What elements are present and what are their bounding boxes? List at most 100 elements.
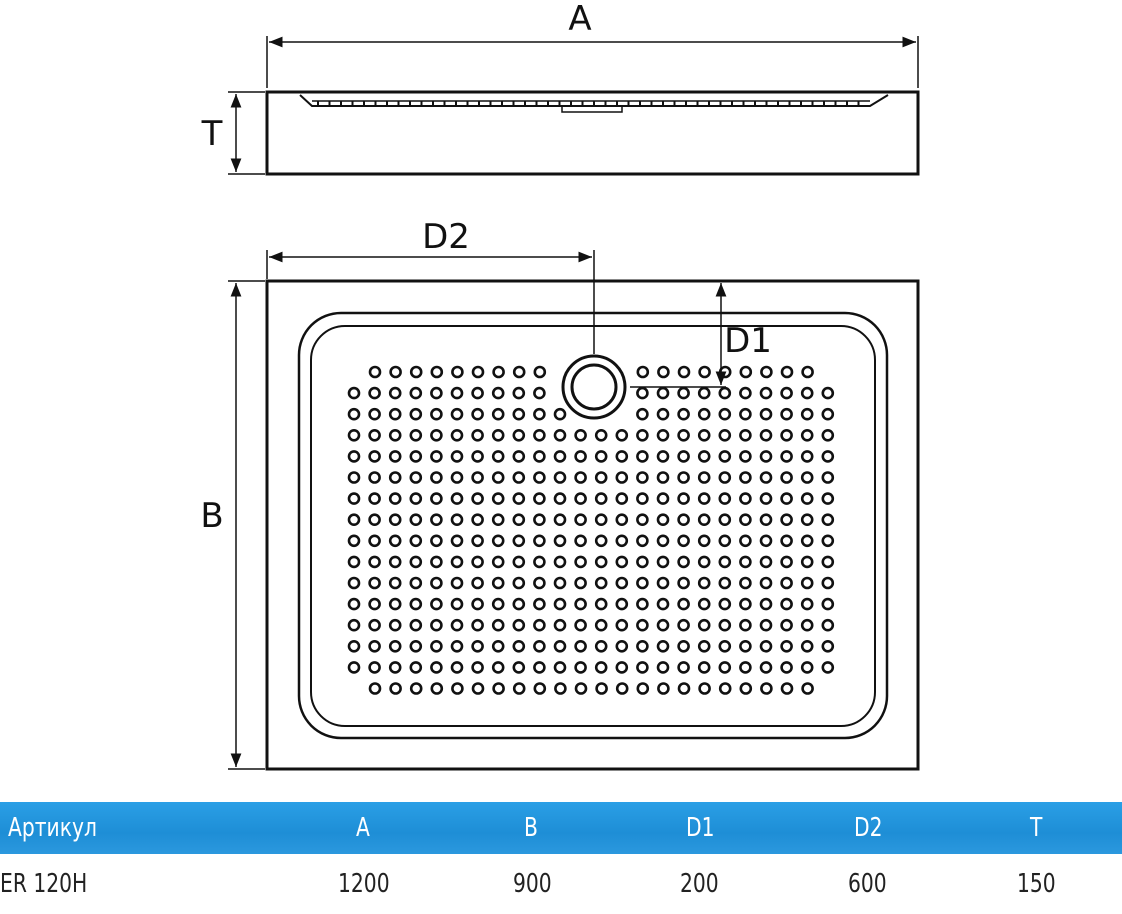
anti-slip-dot [368, 597, 381, 611]
anti-slip-dot [594, 450, 608, 463]
anti-slip-dot [491, 576, 505, 590]
anti-slip-dot [430, 682, 444, 695]
anti-slip-dot [368, 492, 381, 505]
anti-slip-dot [491, 471, 505, 484]
anti-slip-dot [739, 597, 752, 611]
anti-slip-dot [533, 471, 546, 484]
top-view-anti-slip-dots [347, 365, 835, 695]
anti-slip-dot [430, 428, 443, 442]
anti-slip-dot [800, 534, 814, 548]
anti-slip-dot [697, 534, 711, 548]
anti-slip-dot [512, 618, 526, 632]
anti-slip-dot [450, 407, 464, 421]
anti-slip-dot [656, 386, 670, 400]
anti-slip-dot [409, 428, 423, 442]
anti-slip-dot [512, 471, 526, 484]
anti-slip-dot [800, 513, 814, 527]
anti-slip-dot [636, 576, 649, 590]
header-d2: D2 [854, 813, 883, 843]
anti-slip-dot [450, 639, 464, 653]
anti-slip-dot [615, 492, 629, 505]
anti-slip-dot [430, 365, 444, 379]
label-t: T [201, 114, 223, 154]
anti-slip-dot [471, 428, 484, 442]
anti-slip-dot [491, 513, 505, 527]
anti-slip-dot [656, 450, 670, 463]
anti-slip-dot [450, 428, 464, 442]
anti-slip-dot [450, 555, 464, 569]
cell-article: ER 120H [0, 869, 88, 899]
anti-slip-dot [759, 513, 773, 527]
anti-slip-dot [718, 428, 732, 442]
anti-slip-dot [368, 576, 381, 590]
anti-slip-dot [450, 492, 464, 505]
header-a: A [356, 813, 370, 843]
anti-slip-dot [450, 534, 464, 548]
anti-slip-dot [553, 428, 567, 442]
anti-slip-dot [821, 576, 835, 590]
anti-slip-dot [615, 682, 629, 695]
anti-slip-dot [368, 471, 381, 484]
side-view-drain [561, 105, 623, 113]
anti-slip-dot [471, 407, 484, 421]
anti-slip-dot [409, 618, 423, 632]
anti-slip-dot [471, 513, 484, 527]
anti-slip-dot [347, 513, 361, 527]
anti-slip-dot [821, 471, 835, 484]
anti-slip-dot [450, 513, 464, 527]
anti-slip-dot [636, 492, 649, 505]
anti-slip-dot [533, 682, 547, 695]
anti-slip-dot [368, 513, 381, 527]
anti-slip-dot [533, 555, 546, 569]
anti-slip-dot [615, 450, 629, 463]
anti-slip-dot [801, 365, 814, 379]
anti-slip-dot [821, 555, 835, 569]
anti-slip-dot [553, 576, 567, 590]
anti-slip-dot [594, 597, 608, 611]
anti-slip-dot [677, 597, 690, 611]
anti-slip-dot [677, 661, 690, 674]
anti-slip-dot [512, 597, 526, 611]
anti-slip-dot [697, 513, 711, 527]
anti-slip-dot [347, 407, 361, 421]
anti-slip-dot [430, 618, 443, 632]
anti-slip-dot [492, 682, 505, 695]
anti-slip-dot [388, 428, 402, 442]
label-d1: D1 [724, 321, 772, 361]
cell-t: 150 [1017, 869, 1056, 899]
anti-slip-dot [739, 576, 752, 590]
anti-slip-dot [636, 513, 649, 527]
anti-slip-dot [533, 513, 546, 527]
anti-slip-dot [780, 428, 793, 442]
spec-table-header: Артикул A B D1 D2 T [0, 802, 1122, 854]
drain-inner [570, 363, 618, 411]
anti-slip-dot [615, 576, 629, 590]
anti-slip-dot [697, 428, 711, 442]
anti-slip-dot [430, 386, 443, 400]
anti-slip-dot [759, 428, 773, 442]
anti-slip-dot [759, 555, 773, 569]
anti-slip-dot [594, 513, 608, 527]
anti-slip-dot [347, 576, 361, 590]
dimension-b [228, 280, 265, 770]
anti-slip-dot [739, 407, 752, 421]
dimension-d1 [630, 283, 727, 388]
anti-slip-dot [677, 365, 691, 379]
anti-slip-dot [347, 618, 361, 632]
anti-slip-dot [615, 661, 629, 674]
anti-slip-dot [718, 639, 732, 653]
anti-slip-dot [491, 386, 505, 400]
anti-slip-dot [533, 492, 546, 505]
label-b: B [200, 496, 223, 536]
anti-slip-dot [677, 618, 690, 632]
anti-slip-dot [800, 428, 814, 442]
anti-slip-dot [388, 471, 402, 484]
anti-slip-dot [388, 555, 402, 569]
anti-slip-dot [800, 661, 814, 674]
anti-slip-dot [450, 576, 464, 590]
anti-slip-dot [821, 428, 835, 442]
anti-slip-dot [615, 639, 629, 653]
anti-slip-dot [780, 407, 793, 421]
anti-slip-dot [574, 576, 587, 590]
anti-slip-dot [718, 407, 732, 421]
